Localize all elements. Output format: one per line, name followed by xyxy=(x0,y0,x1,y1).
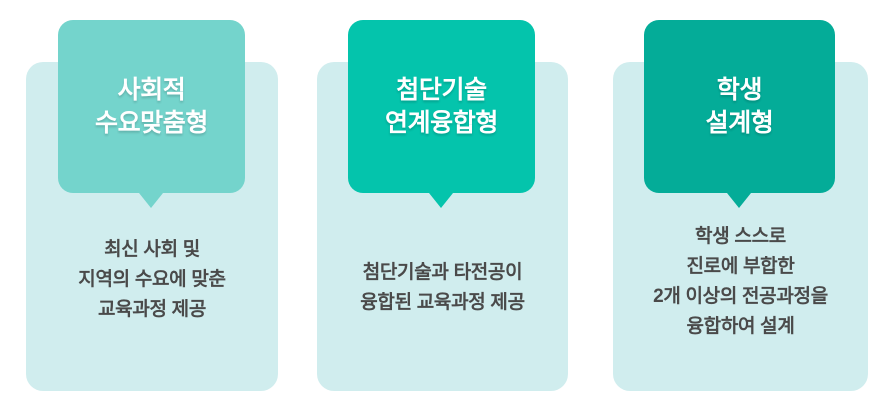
panel-body-line: 학생 스스로 xyxy=(695,226,786,247)
badge-pointer-social-demand xyxy=(139,193,163,208)
panel-body-line: 융합하여 설계 xyxy=(686,316,795,338)
panel-body-line: 지역의 수요에 맞춘 xyxy=(78,269,226,291)
badge-social-demand: 사회적 수요맞춤형 xyxy=(58,20,245,193)
panel-body-line: 2개 이상의 전공과정을 xyxy=(653,286,828,308)
badge-title-line: 사회적 xyxy=(117,76,186,104)
badge-title-line: 수요맞춤형 xyxy=(94,108,208,137)
panel-body-line: 최신 사회 및 xyxy=(104,239,200,260)
badge-student-designed: 학생 설계형 xyxy=(644,20,835,193)
panel-body-advanced-technology: 첨단기술과 타전공이 융합된 교육과정 제공 xyxy=(317,258,568,318)
badge-title-line: 학생 xyxy=(716,76,763,104)
badge-title-line: 첨단기술 xyxy=(396,76,487,104)
panel-student-designed: 학생 설계형 학생 스스로 진로에 부합한 2개 이상의 전공과정을 융합하여 … xyxy=(613,0,868,406)
badge-pointer-advanced-technology xyxy=(429,193,453,208)
panel-body-line: 진로에 부합한 xyxy=(686,256,795,278)
panel-body-social-demand: 최신 사회 및 지역의 수요에 맞춘 교육과정 제공 xyxy=(26,235,278,325)
panel-advanced-technology: 첨단기술 연계융합형 첨단기술과 타전공이 융합된 교육과정 제공 xyxy=(317,0,568,406)
panel-body-line: 교육과정 제공 xyxy=(97,299,207,321)
panel-body-line: 첨단기술과 타전공이 xyxy=(362,262,523,283)
panel-social-demand: 사회적 수요맞춤형 최신 사회 및 지역의 수요에 맞춘 교육과정 제공 xyxy=(26,0,278,406)
badge-advanced-technology: 첨단기술 연계융합형 xyxy=(348,20,535,193)
badge-title-line: 연계융합형 xyxy=(384,108,498,137)
badge-pointer-student-designed xyxy=(727,193,751,208)
badge-title-line: 설계형 xyxy=(705,108,774,137)
panel-body-student-designed: 학생 스스로 진로에 부합한 2개 이상의 전공과정을 융합하여 설계 xyxy=(613,222,868,342)
panel-body-line: 융합된 교육과정 제공 xyxy=(360,292,525,314)
